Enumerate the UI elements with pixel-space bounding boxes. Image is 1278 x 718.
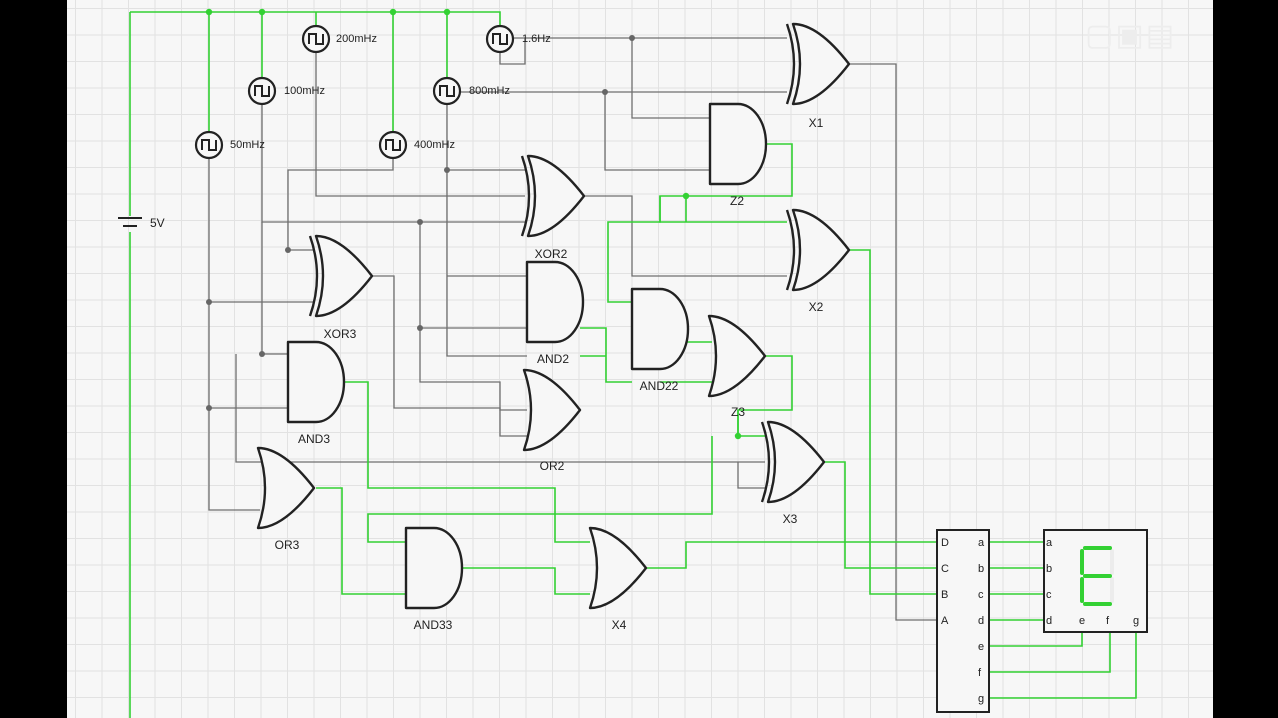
display-pin-e: e <box>1079 615 1085 627</box>
square-wave-icon <box>308 33 324 45</box>
circuit-canvas[interactable]: ▢▣▤ <box>67 0 1213 718</box>
decoder-input-a: A <box>941 615 949 627</box>
gate-label: XOR2 <box>535 247 568 261</box>
gate-x3[interactable] <box>760 420 826 504</box>
decoder-output-c: c <box>978 589 984 601</box>
gate-label: X4 <box>612 618 627 632</box>
gate-label: OR3 <box>275 538 300 552</box>
gate-label: OR2 <box>540 459 565 473</box>
display-left-pins: a b c d <box>1046 537 1053 627</box>
segment-digit <box>1080 546 1114 606</box>
gate-x2[interactable] <box>785 208 851 292</box>
clock-label: 200mHz <box>336 33 377 45</box>
gate-z2[interactable] <box>708 102 768 186</box>
wires-active <box>129 11 1137 718</box>
clk-50mhz-clock[interactable]: 50mHz <box>194 130 265 160</box>
watermark-logo: ▢▣▤ <box>1085 19 1177 52</box>
display-pin-f: f <box>1106 615 1110 627</box>
seven-segment-display[interactable]: a b c d e f g <box>1043 529 1148 633</box>
gate-label: AND3 <box>298 432 330 446</box>
bcd-decoder[interactable]: D C B A a b c d e f g <box>936 529 990 713</box>
decoder-input-c: C <box>941 563 949 575</box>
gate-x1[interactable] <box>785 22 851 106</box>
gate-label: AND2 <box>537 352 569 366</box>
square-wave-icon <box>201 139 217 151</box>
wire-junctions <box>205 8 742 440</box>
square-wave-icon <box>385 139 401 151</box>
decoder-output-d: d <box>978 615 984 627</box>
gate-or3[interactable] <box>256 446 316 530</box>
clock-label: 800mHz <box>469 85 510 97</box>
gate-label: AND22 <box>640 379 679 393</box>
gate-and3[interactable] <box>286 340 346 424</box>
clk-800mhz-clock[interactable]: 800mHz <box>432 76 510 106</box>
square-wave-icon <box>254 85 270 97</box>
decoder-output-g: g <box>978 693 984 705</box>
gate-or2[interactable] <box>522 368 582 452</box>
display-bottom-pins: e f g <box>1079 615 1139 627</box>
gate-label: Z2 <box>730 194 744 208</box>
gate-and22[interactable] <box>630 287 690 371</box>
display-pin-c: c <box>1046 589 1052 601</box>
clock-label: 50mHz <box>230 139 265 151</box>
decoder-output-b: b <box>978 563 984 575</box>
gate-label: XOR3 <box>324 327 357 341</box>
clock-label: 1.6Hz <box>522 33 551 45</box>
display-pin-b: b <box>1046 563 1052 575</box>
gate-labels: X1Z2XOR2X2XOR3AND2AND22Z3AND3OR2X3OR3AND… <box>275 116 824 632</box>
wires-inactive <box>208 37 940 621</box>
decoder-output-f: f <box>978 667 982 679</box>
decoder-input-d: D <box>941 537 949 549</box>
display-pin-a: a <box>1046 537 1053 549</box>
gate-xor2[interactable] <box>520 154 586 238</box>
gate-label: Z3 <box>731 405 745 419</box>
gate-xor3[interactable] <box>308 234 374 318</box>
decoder-output-a: a <box>978 537 985 549</box>
display-pin-g: g <box>1133 615 1139 627</box>
gate-and33[interactable] <box>404 526 464 610</box>
decoder-output-e: e <box>978 641 984 653</box>
square-wave-icon <box>492 33 508 45</box>
clock-sources: 200mHz 1.6Hz 100mHz 800mHz 50mHz 400mHz <box>194 24 551 160</box>
battery-label: 5V <box>150 216 165 230</box>
clk-100mhz-clock[interactable]: 100mHz <box>247 76 325 106</box>
clk-1-6hz-clock[interactable]: 1.6Hz <box>485 24 551 54</box>
gate-label: AND33 <box>414 618 453 632</box>
clock-label: 400mHz <box>414 139 455 151</box>
clk-200mhz-clock[interactable]: 200mHz <box>301 24 377 54</box>
decoder-input-pins: D C B A <box>941 537 949 627</box>
square-wave-icon <box>439 85 455 97</box>
display-pin-d: d <box>1046 615 1052 627</box>
decoder-input-b: B <box>941 589 948 601</box>
clk-400mhz-clock[interactable]: 400mHz <box>378 130 455 160</box>
logic-gates <box>256 22 851 610</box>
gate-label: X1 <box>809 116 824 130</box>
gate-label: X2 <box>809 300 824 314</box>
gate-x4[interactable] <box>588 526 648 610</box>
gate-z3[interactable] <box>707 314 767 398</box>
decoder-output-pins: a b c d e f g <box>978 537 985 705</box>
battery-5v[interactable]: 5V <box>118 216 165 230</box>
clock-label: 100mHz <box>284 85 325 97</box>
gate-label: X3 <box>783 512 798 526</box>
gate-and2[interactable] <box>525 260 585 344</box>
